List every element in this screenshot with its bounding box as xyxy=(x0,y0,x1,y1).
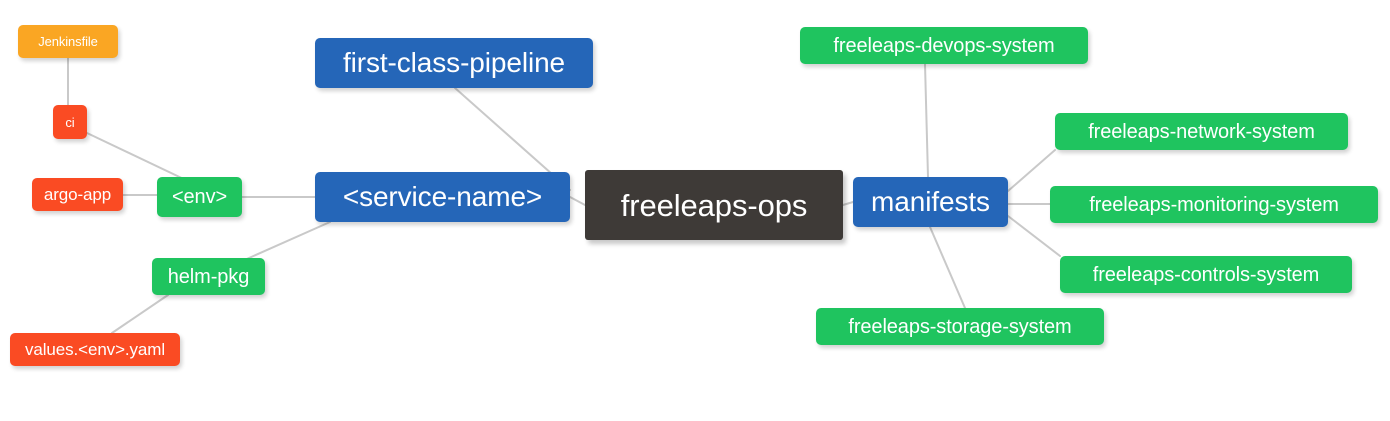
mindmap-node-root[interactable]: freeleaps-ops xyxy=(585,170,843,240)
edge-helm-to-values xyxy=(111,294,169,334)
mindmap-node-label: freeleaps-monitoring-system xyxy=(1089,193,1339,216)
mindmap-node-pipeline[interactable]: first-class-pipeline xyxy=(315,38,593,88)
edge-manifests-to-network xyxy=(1007,149,1056,192)
mindmap-node-storage[interactable]: freeleaps-storage-system xyxy=(816,308,1104,345)
mindmap-node-argoapp[interactable]: argo-app xyxy=(32,178,123,211)
mindmap-node-ci[interactable]: ci xyxy=(53,105,87,139)
mindmap-node-label: freeleaps-devops-system xyxy=(833,34,1055,57)
mindmap-node-values[interactable]: values.<env>.yaml xyxy=(10,333,180,366)
mindmap-node-label: ci xyxy=(65,114,75,130)
mindmap-node-label: <env> xyxy=(171,186,228,208)
edge-root-to-manifests xyxy=(842,201,854,206)
mindmap-node-label: freeleaps-controls-system xyxy=(1092,263,1320,286)
edge-manifests-to-devops xyxy=(924,63,929,178)
mindmap-node-network[interactable]: freeleaps-network-system xyxy=(1055,113,1348,150)
edge-service-to-helm xyxy=(239,221,331,263)
mindmap-node-label: freeleaps-storage-system xyxy=(848,315,1072,338)
mindmap-node-label: values.<env>.yaml xyxy=(24,340,166,359)
mindmap-node-label: argo-app xyxy=(43,185,112,204)
mindmap-node-devops[interactable]: freeleaps-devops-system xyxy=(800,27,1088,64)
edge-env-to-ci xyxy=(86,132,191,183)
mindmap-node-monitoring[interactable]: freeleaps-monitoring-system xyxy=(1050,186,1378,223)
mindmap-node-jenkinsfile[interactable]: Jenkinsfile xyxy=(18,25,118,58)
mindmap-node-label: freeleaps-network-system xyxy=(1088,120,1315,143)
mindmap-node-service[interactable]: <service-name> xyxy=(315,172,570,222)
mindmap-node-helm[interactable]: helm-pkg xyxy=(152,258,265,295)
mindmap-node-label: Jenkinsfile xyxy=(38,34,98,49)
mindmap-node-label: freeleaps-ops xyxy=(620,187,808,223)
mindmap-node-label: <service-name> xyxy=(342,181,543,212)
mindmap-node-label: helm-pkg xyxy=(167,265,250,288)
mindmap-node-label: manifests xyxy=(871,186,990,217)
edge-manifests-to-storage xyxy=(929,226,966,309)
edge-root-to-service xyxy=(569,196,586,206)
mindmap-node-manifests[interactable]: manifests xyxy=(853,177,1008,227)
mindmap-node-label: first-class-pipeline xyxy=(342,47,566,78)
mindmap-node-controls[interactable]: freeleaps-controls-system xyxy=(1060,256,1352,293)
mindmap-node-env[interactable]: <env> xyxy=(157,177,242,217)
